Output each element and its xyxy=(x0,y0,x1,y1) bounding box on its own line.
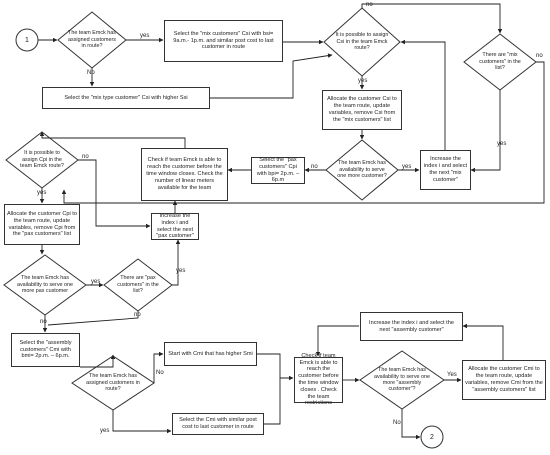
label-d7-yes: yes xyxy=(176,268,186,274)
flow-line xyxy=(47,311,139,326)
flow-lines xyxy=(38,3,545,440)
process-p6: Check if team Emck is able to reach the … xyxy=(141,148,228,201)
flow-line xyxy=(172,239,181,286)
label-d5-no: no xyxy=(82,154,89,160)
decision-d1: The team Emck has assigned customers in … xyxy=(68,30,116,50)
process-p14: Allocate the customer Cmi to the team ro… xyxy=(462,360,546,400)
flow-line xyxy=(112,410,172,434)
flow-line xyxy=(210,53,333,99)
connector-end: 2 xyxy=(430,433,434,441)
process-p7: Increase the index i and select the next… xyxy=(151,213,199,240)
connector-end-shape xyxy=(420,425,444,449)
decision-d6: The team Emck has availability to serve … xyxy=(16,275,74,295)
decision-d7: There are "pax customers" in the list? xyxy=(117,275,159,295)
flow-line xyxy=(315,325,359,357)
label-d5-yes: yes xyxy=(37,190,47,196)
connector-start: 1 xyxy=(25,36,29,44)
process-p11: Select the Cmi with similar post cost to… xyxy=(172,413,264,435)
label-d6-yes: yes xyxy=(91,279,101,285)
label-d4-no: no xyxy=(311,164,318,170)
process-p8: Allocate the customer Cpi to the team ro… xyxy=(4,204,80,245)
process-p10: Start with Cmi that has higher Smi xyxy=(164,342,257,366)
process-p9: Select the "assembly customers" Cmi with… xyxy=(11,333,80,367)
decision-d4-shape xyxy=(325,139,399,201)
label-d4-yes: yes xyxy=(402,164,412,170)
process-p2: Select the "mix type customer" Csi with … xyxy=(42,87,210,109)
decision-d8: The team Emck has assigned customers in … xyxy=(86,373,140,393)
label-d3-no: no xyxy=(536,53,543,59)
process-p13: Increase the index i and select the next… xyxy=(360,312,463,341)
label-d1-no: No xyxy=(87,70,95,76)
flow-line xyxy=(153,351,164,383)
label-d6-no: no xyxy=(40,319,47,325)
process-p3: Allocate the customer Csi to the team ro… xyxy=(322,90,402,130)
decision-d4: The team Emck has availability to serve … xyxy=(337,160,387,180)
flow-line xyxy=(401,409,421,440)
process-p4: Increase the index i and select the next… xyxy=(420,150,471,190)
label-d2-yes: yes xyxy=(358,78,368,84)
decision-d2: It is possible to assign Csi in the team… xyxy=(335,32,389,52)
flow-line xyxy=(470,90,501,173)
process-p12: Check if team Emck is able to reach the … xyxy=(294,353,343,406)
label-d9-no: No xyxy=(393,420,401,426)
flow-line xyxy=(462,323,504,360)
flow-line xyxy=(361,3,503,34)
label-d8-no: No xyxy=(156,370,164,376)
label-d2-no: no xyxy=(366,2,373,8)
decision-d9: The team Emck has availability to serve … xyxy=(373,367,431,393)
flow-line xyxy=(39,131,186,148)
flow-line xyxy=(78,159,151,229)
flow-line xyxy=(257,353,294,381)
label-d9-yes: Yes xyxy=(447,372,457,378)
decision-d3: There are "mix customers" in the list? xyxy=(479,52,521,72)
process-p5: Select the "pax customers" Cpi with bpi=… xyxy=(251,157,305,184)
label-d7-no: no xyxy=(134,312,141,318)
label-d3-yes: yes xyxy=(497,141,507,147)
flow-line xyxy=(80,354,116,368)
label-d1-yes: yes xyxy=(140,33,150,39)
flow-line xyxy=(264,378,281,425)
process-p1: Select the "mix customers" Csi with bsi=… xyxy=(164,20,283,62)
label-d8-yes: yes xyxy=(100,428,110,434)
flow-line xyxy=(61,61,545,204)
decision-d5: It is possible to assign Cpi in the team… xyxy=(20,150,64,170)
flow-line xyxy=(400,39,446,150)
